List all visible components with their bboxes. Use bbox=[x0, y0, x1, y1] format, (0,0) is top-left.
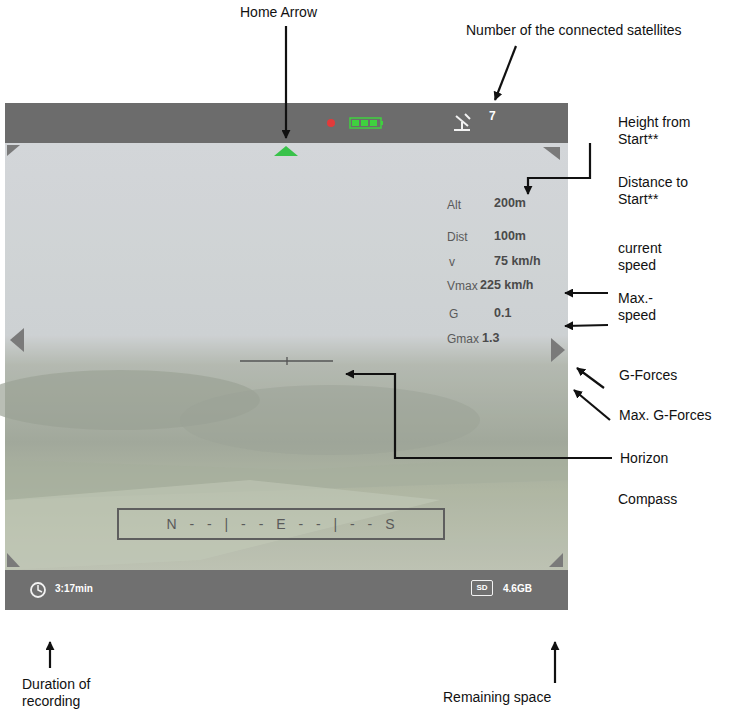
osd-value: 1.3 bbox=[482, 331, 499, 346]
callout-text: Max. G-Forces bbox=[619, 407, 712, 424]
compass-scale: N - - | - - E - - | - - S bbox=[166, 516, 395, 533]
storage-remaining: 4.6GB bbox=[503, 583, 532, 595]
callout-text: Horizon bbox=[620, 450, 668, 467]
osd-value: 100m bbox=[494, 229, 526, 244]
osd-value: 225 km/h bbox=[480, 278, 534, 293]
osd-value: 75 km/h bbox=[494, 254, 541, 269]
callout-text: Compass bbox=[618, 491, 677, 508]
callout-text: Number of the connected satellites bbox=[466, 22, 682, 39]
recording-time: 3:17min bbox=[55, 583, 93, 595]
sd-card-icon: SD bbox=[471, 580, 493, 596]
osd-field-name: G bbox=[449, 307, 458, 321]
osd-field-name: Dist bbox=[447, 230, 468, 244]
callout-text: Distance to Start** bbox=[618, 174, 718, 208]
osd-value: 0.1 bbox=[494, 306, 511, 321]
osd-field-name: Vmax bbox=[447, 279, 478, 293]
compass-strip: N - - | - - E - - | - - S bbox=[117, 508, 445, 540]
osd-value: 200m bbox=[494, 196, 526, 211]
callout-text: Max.-speed bbox=[618, 290, 668, 324]
callout-text: Remaining space bbox=[443, 689, 551, 706]
callout-text: Home Arrow bbox=[240, 4, 317, 21]
callout-text: Height from Start** bbox=[618, 114, 718, 148]
osd-bottom-bar: 3:17min 4.6GB SD bbox=[5, 570, 568, 610]
osd-field-name: v bbox=[449, 255, 455, 269]
satellite-count: 7 bbox=[489, 109, 496, 123]
osd-field-name: Gmax bbox=[447, 332, 479, 346]
callout-text: Duration of recording bbox=[22, 676, 122, 710]
sd-label: SD bbox=[476, 583, 487, 593]
callout-text: G-Forces bbox=[619, 367, 677, 384]
osd-top-bar: 7 bbox=[5, 103, 568, 143]
callout-text: current speed bbox=[618, 240, 688, 274]
osd-field-name: Alt bbox=[447, 198, 461, 212]
